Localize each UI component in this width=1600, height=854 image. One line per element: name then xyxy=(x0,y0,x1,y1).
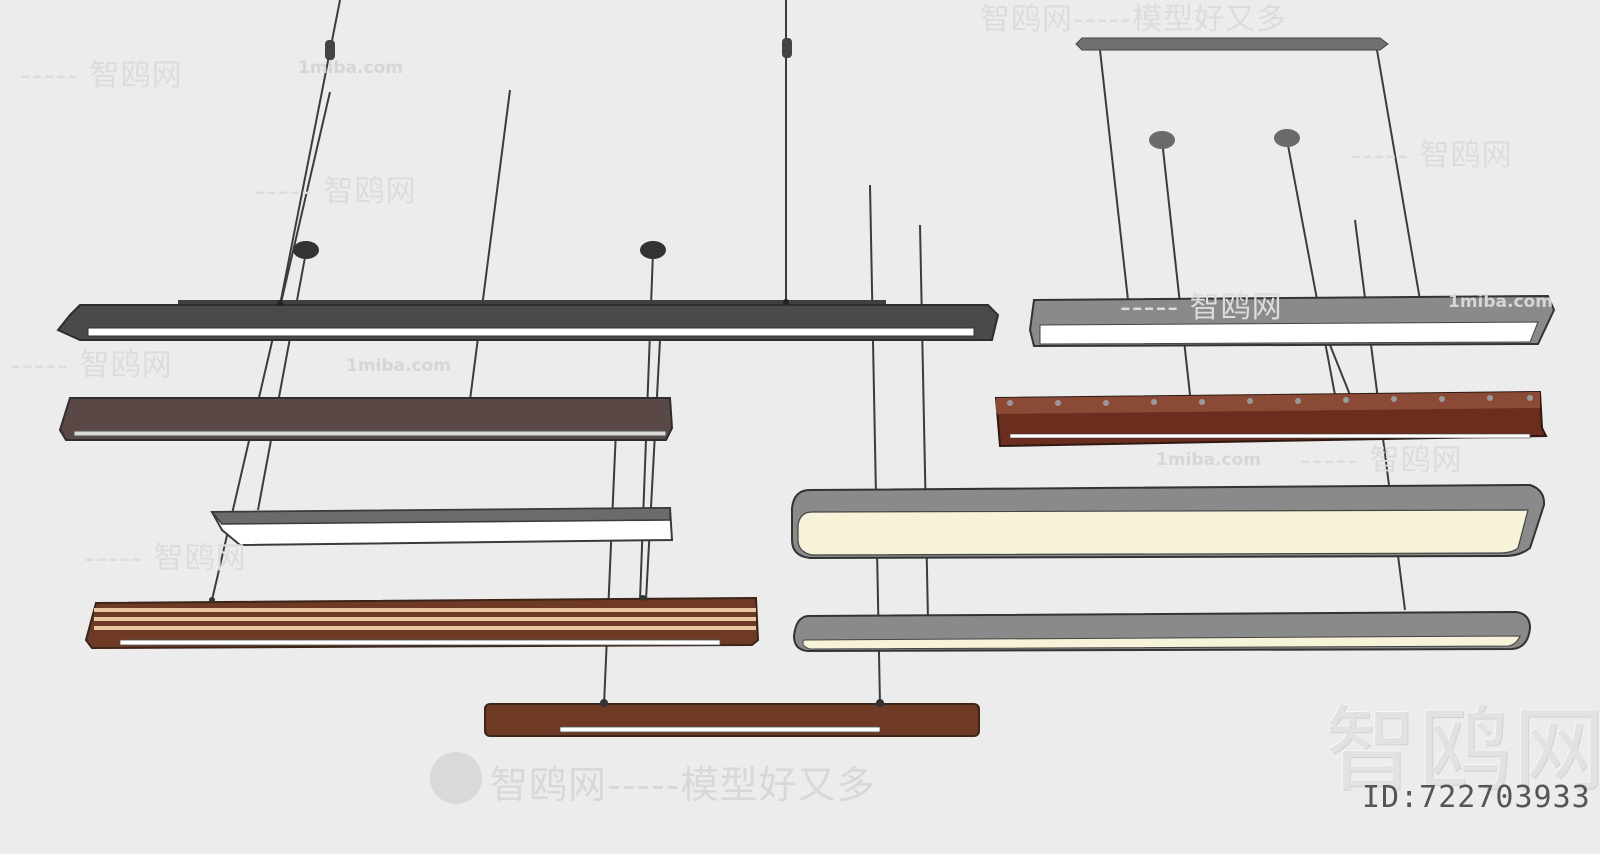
fixture-walnut-dotted-bar xyxy=(994,390,1548,448)
fixture-gray-top-right-bar xyxy=(1028,294,1556,348)
fixture-walnut-striped-bar xyxy=(84,595,760,650)
fixture-long-dark-bar xyxy=(56,299,1000,341)
fixture-walnut-bottom-bar xyxy=(484,699,980,737)
fixture-brown-gray-bar xyxy=(58,397,674,441)
suspension-cables xyxy=(211,0,1421,706)
fixture-gray-lower-right-bar xyxy=(792,610,1532,653)
watermark-logo-icon xyxy=(430,752,482,804)
fixture-wide-warm-panel xyxy=(791,483,1546,560)
fixture-silver-short-bar xyxy=(210,506,674,547)
ceiling-canopies xyxy=(293,37,1389,259)
